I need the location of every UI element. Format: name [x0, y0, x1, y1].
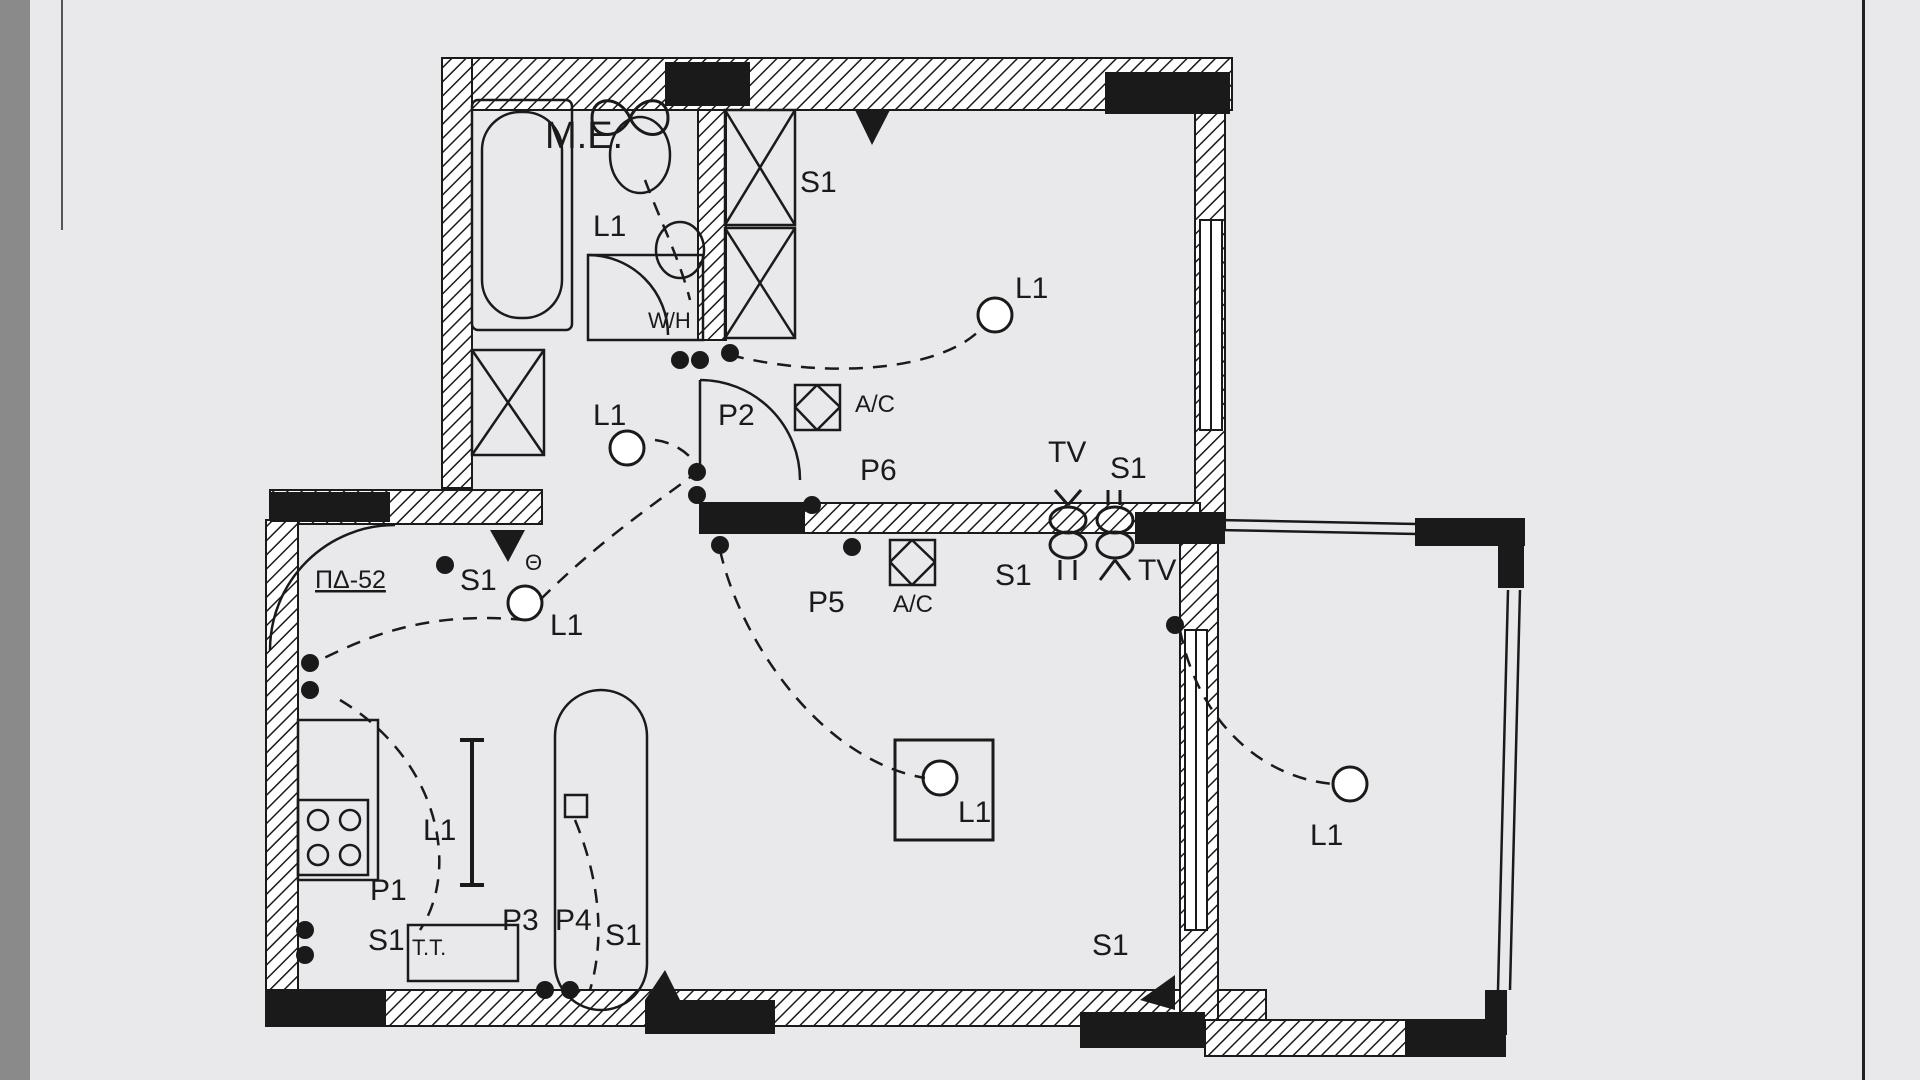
- wall-left-upper: [441, 57, 473, 489]
- light-entry-icon: [506, 584, 544, 622]
- label-me: M.E.: [545, 115, 623, 157]
- kitchen-fixtures: [296, 688, 649, 1012]
- label-l1-corner: L1: [1015, 272, 1048, 305]
- label-p5: P5: [808, 586, 845, 619]
- label-p3: P3: [502, 904, 539, 937]
- water-heater-tank: [406, 923, 520, 983]
- paper-sheet: [30, 0, 1920, 1080]
- ac-units: [793, 383, 937, 587]
- tv-sockets: [1048, 489, 1135, 581]
- label-l1-bath: L1: [593, 210, 626, 243]
- bathroom-fixtures: [470, 98, 706, 342]
- wiring: [309, 179, 1336, 991]
- label-l1-entry: L1: [550, 609, 583, 642]
- label-s1-tvbot: S1: [995, 559, 1032, 592]
- exhaust-fan-icon: [590, 99, 670, 136]
- label-l1-kitchen: L1: [423, 814, 456, 847]
- label-p1: P1: [370, 874, 407, 907]
- label-p2: P2: [718, 399, 755, 432]
- label-tv-top: TV: [1048, 436, 1086, 469]
- stove: [296, 798, 370, 877]
- light-corner-icon: [976, 296, 1014, 334]
- label-s1-k1: S1: [368, 924, 405, 957]
- closets: [470, 108, 797, 457]
- label-wh: W/H: [648, 308, 691, 333]
- label-theta: Θ: [525, 550, 542, 575]
- door-swings: [268, 378, 802, 651]
- bathroom-sink: [654, 220, 706, 280]
- label-p4: P4: [555, 904, 592, 937]
- label-pd52: ΠΔ-52: [315, 566, 386, 594]
- label-s1-tvtop: S1: [1110, 452, 1147, 485]
- label-tt: T.T.: [412, 935, 446, 960]
- light-balcony-icon: [1331, 765, 1369, 803]
- label-tv-bot: TV: [1138, 554, 1176, 587]
- light-hall-icon: [608, 429, 646, 467]
- label-s1-k2: S1: [605, 919, 642, 952]
- label-s1-bed: S1: [800, 166, 837, 199]
- bathtub: [470, 98, 574, 332]
- light-living-icon: [921, 759, 959, 797]
- label-l1-balcony: L1: [1310, 819, 1343, 852]
- columns: [266, 62, 1525, 1056]
- wall-top: [441, 57, 1233, 111]
- island: [553, 688, 649, 1012]
- windows: [1184, 219, 1223, 931]
- markers: [490, 110, 1175, 1010]
- label-p6: P6: [860, 454, 897, 487]
- wiring-dots: [296, 344, 1184, 999]
- paper-right-frame: [1862, 0, 1865, 1080]
- balcony: [1217, 518, 1522, 991]
- lights: [460, 296, 1369, 887]
- toilet: [608, 115, 672, 195]
- label-s1-right: S1: [1092, 929, 1129, 962]
- label-ac-top: A/C: [855, 391, 895, 418]
- label-l1-hall: L1: [593, 399, 626, 432]
- label-s1-entry: S1: [460, 564, 497, 597]
- labels: M.E. W/H ΠΔ-52 T.T. Θ L1 L1 L1 L1 L1 L1 …: [315, 115, 1343, 962]
- label-ac-bot: A/C: [893, 591, 933, 618]
- label-l1-living: L1: [958, 796, 991, 829]
- wall-left-lower: [265, 519, 299, 991]
